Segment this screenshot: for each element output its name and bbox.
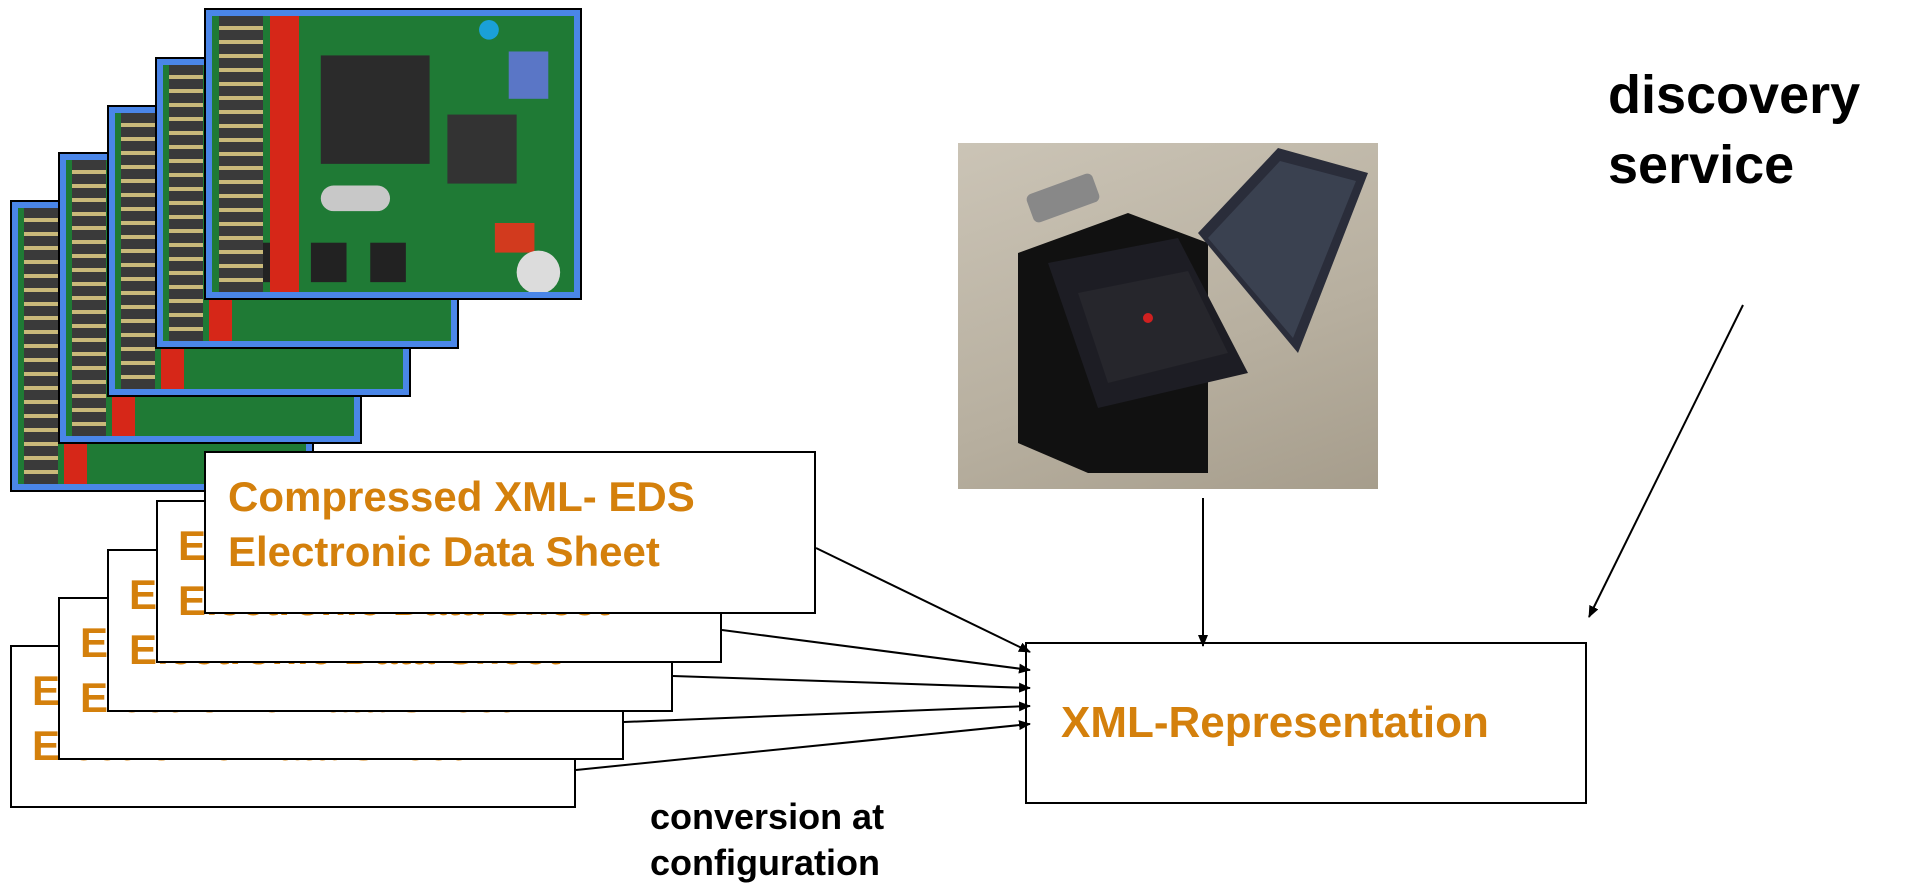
discovery-label-line2: service xyxy=(1608,135,1795,195)
arrow-discovery-to-xml xyxy=(1588,304,1744,618)
arrow-sheet-to-xml xyxy=(623,701,1031,723)
arrow-sheet-to-xml xyxy=(815,547,1031,653)
circuit-board-image xyxy=(204,8,582,300)
compressed-eds-card: Compressed XML- EDS Electronic Data Shee… xyxy=(204,451,816,614)
conversion-label-line1: conversion at xyxy=(650,796,885,837)
conversion-label: conversion at configuration xyxy=(650,794,884,886)
data-sheet-letter: E xyxy=(178,522,207,569)
conversion-label-line2: configuration xyxy=(650,842,880,883)
data-sheet-letter: E xyxy=(129,571,158,618)
laptop-robot-image xyxy=(958,143,1378,489)
arrow-sheet-to-xml xyxy=(672,675,1031,693)
data-sheet-letter: E xyxy=(80,619,109,666)
pcb-detail-graphic xyxy=(251,19,561,292)
data-sheet-letter: E xyxy=(32,667,61,714)
xml-representation-box: XML-Representation xyxy=(1025,642,1587,804)
arrow-sheet-to-xml xyxy=(575,720,1031,771)
compressed-eds-title: Compressed XML- EDS xyxy=(228,473,695,520)
arrow-sheet-to-xml xyxy=(721,629,1031,674)
discovery-label-line1: discovery xyxy=(1608,65,1861,125)
discovery-service-label: discovery service xyxy=(1608,60,1860,200)
xml-representation-label: XML-Representation xyxy=(1061,698,1489,747)
compressed-eds-subtitle: Electronic Data Sheet xyxy=(228,528,660,575)
